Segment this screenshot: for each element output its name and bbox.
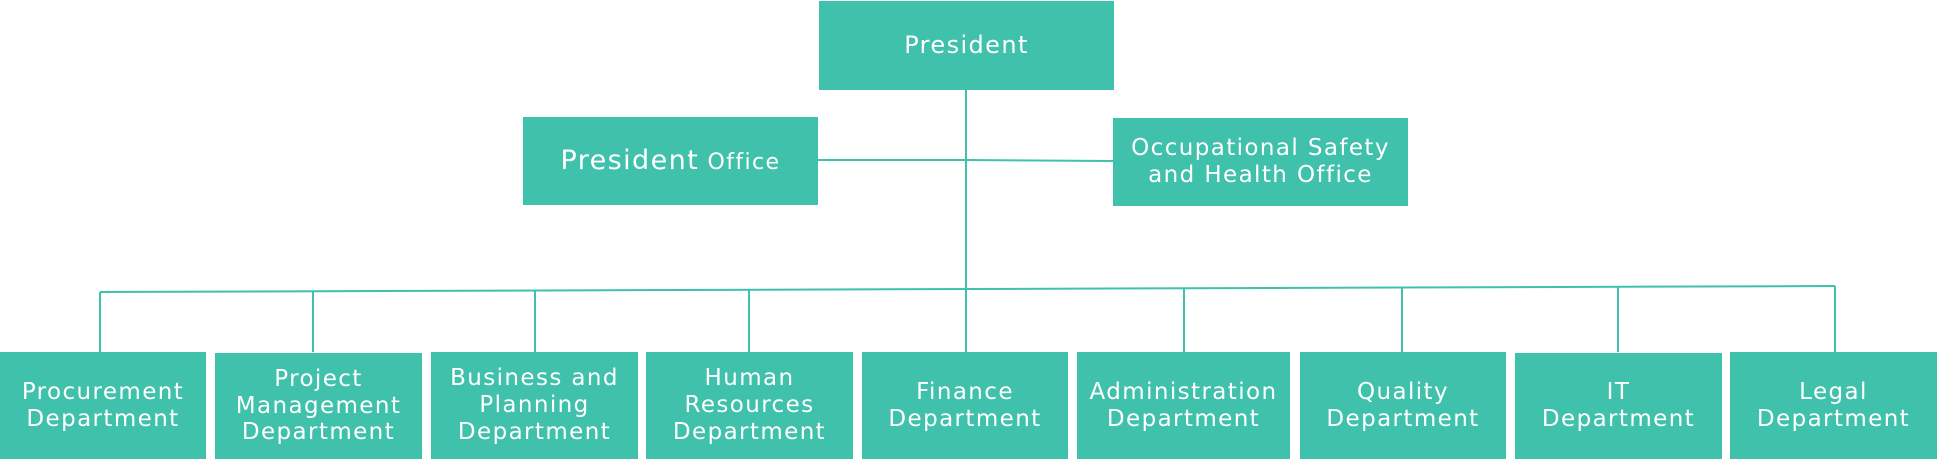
- node-president-office: President Office: [523, 117, 818, 205]
- node-administration-department: Administration Department: [1077, 352, 1290, 459]
- node-business-planning-department-label: Business and Planning Department: [450, 365, 619, 445]
- node-quality-department-label: Quality Department: [1326, 378, 1480, 432]
- node-president-office-label-main: President: [560, 145, 700, 177]
- node-human-resources-department-label: Human Resources Department: [672, 365, 827, 445]
- node-occupational-safety-office-label: Occupational Safety and Health Office: [1131, 135, 1390, 188]
- node-president-office-label-suffix: Office: [707, 150, 781, 176]
- node-project-management-department: Project Management Department: [215, 353, 422, 459]
- node-occupational-safety-office: Occupational Safety and Health Office: [1113, 118, 1408, 206]
- connector-safety-office: [965, 159, 1114, 162]
- node-business-planning-department: Business and Planning Department: [431, 352, 638, 459]
- node-it-department-label: IT Department: [1541, 379, 1696, 432]
- node-procurement-department-label: Procurement Department: [21, 378, 185, 432]
- node-president: President: [819, 1, 1114, 90]
- node-human-resources-department: Human Resources Department: [646, 352, 853, 459]
- node-quality-department: Quality Department: [1300, 352, 1506, 459]
- node-project-management-department-label: Project Management Department: [235, 365, 402, 446]
- node-procurement-department: Procurement Department: [0, 352, 206, 459]
- connector-department-bus: [99, 285, 1836, 293]
- node-it-department: IT Department: [1515, 353, 1722, 459]
- node-legal-department-label: Legal Department: [1756, 378, 1911, 432]
- node-administration-department-label: Administration Department: [1089, 378, 1278, 432]
- node-president-label: President: [904, 30, 1029, 59]
- node-finance-department-label: Finance Department: [888, 378, 1042, 432]
- node-legal-department: Legal Department: [1730, 352, 1937, 459]
- node-president-office-label: President Office: [561, 145, 781, 176]
- node-finance-department: Finance Department: [862, 352, 1068, 459]
